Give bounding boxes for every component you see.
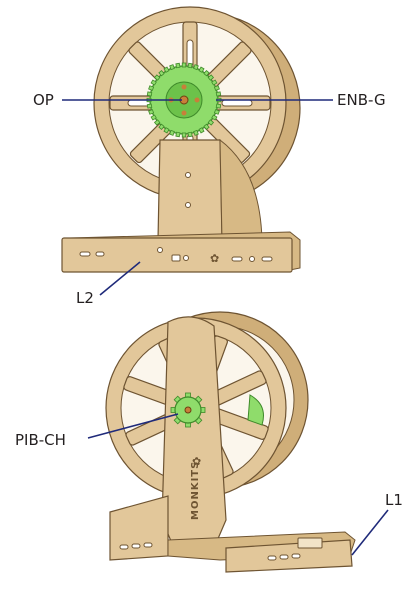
label-enb-g: ENB-G: [337, 91, 386, 109]
gear-tooth: [214, 110, 219, 115]
gear-tooth: [216, 104, 221, 108]
brand-label: MONKITS: [190, 461, 201, 520]
gear-tooth: [214, 86, 219, 91]
gear-tooth: [216, 92, 221, 96]
label-pib-ch: PIB-CH: [15, 431, 66, 449]
leader-l1: [352, 510, 388, 555]
bottom-base-left: [110, 496, 168, 560]
gear-tooth: [149, 86, 154, 91]
label-l2: L2: [76, 289, 94, 307]
gear-tooth: [188, 132, 192, 137]
gear-tooth: [194, 130, 199, 135]
top-assembly: ✿: [62, 7, 300, 272]
gear-tooth: [194, 65, 199, 70]
label-l1: L1: [385, 491, 403, 509]
bottom-assembly: MONKITS ✿: [106, 312, 355, 572]
gear-tooth: [149, 110, 154, 115]
monkey-logo-icon: ✿: [210, 252, 219, 265]
gear-tooth: [176, 132, 180, 137]
gear-tooth: [147, 92, 152, 96]
gear-tooth: [170, 130, 175, 135]
pib-ch-gear: [171, 393, 205, 427]
gear-tooth: [182, 133, 186, 137]
gear-tooth: [182, 63, 186, 67]
gear-tooth: [170, 65, 175, 70]
gear-tooth: [147, 104, 152, 108]
gear-tooth: [176, 63, 180, 68]
label-op: OP: [33, 91, 54, 109]
monkey-logo-icon-bottom: ✿: [192, 455, 201, 468]
gear-tooth: [188, 63, 192, 68]
